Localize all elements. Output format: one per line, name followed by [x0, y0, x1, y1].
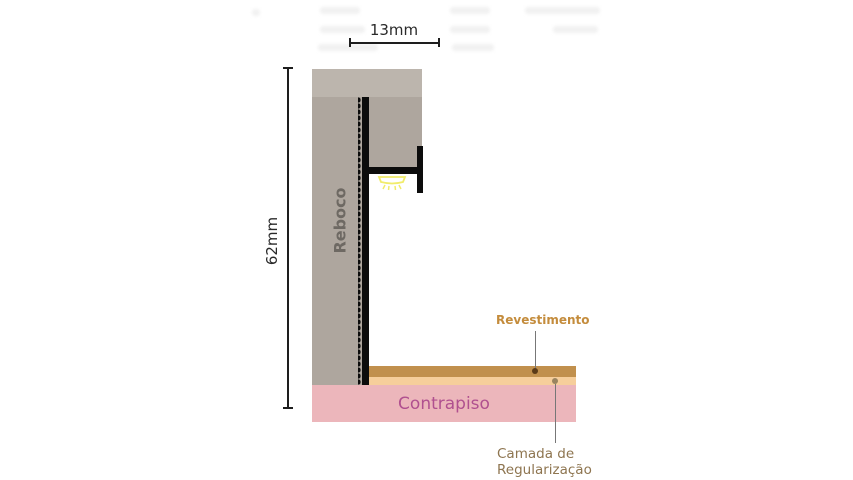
revestimento-callout-dot	[532, 368, 538, 374]
width-dimension-tick-right	[438, 38, 440, 47]
height-dimension-tick-bottom	[283, 407, 293, 409]
height-dimension-line	[287, 67, 289, 408]
camada-callout-dot	[552, 378, 558, 384]
led-light-icon	[376, 175, 408, 193]
camada-label: Camada de Regularização	[497, 446, 592, 478]
layer-revestimento	[369, 366, 576, 377]
width-dimension-label: 13mm	[369, 21, 419, 39]
width-dimension-tick-left	[349, 38, 351, 47]
width-dimension-line	[349, 42, 439, 44]
wall-upper-fill	[362, 97, 422, 167]
revestimento-callout-line	[535, 331, 536, 369]
contrapiso-label: Contrapiso	[398, 394, 490, 414]
height-dimension-tick-top	[283, 67, 293, 69]
profile-horizontal-arm	[362, 167, 423, 174]
wall-label: Reboco	[330, 187, 350, 254]
profile-serrated-edge	[358, 97, 362, 385]
revestimento-label: Revestimento	[496, 313, 590, 327]
camada-label-line2: Regularização	[497, 462, 592, 478]
profile-lip	[417, 146, 423, 193]
layer-contrapiso	[312, 385, 576, 422]
layer-camada-regularizacao	[369, 377, 576, 385]
camada-callout-line	[555, 384, 556, 443]
camada-label-line1: Camada de	[497, 446, 575, 462]
height-dimension-label: 62mm	[263, 216, 281, 266]
wall-top-band	[312, 69, 422, 97]
wall-reboco	[312, 69, 362, 385]
profile-vertical-bar	[362, 97, 369, 385]
